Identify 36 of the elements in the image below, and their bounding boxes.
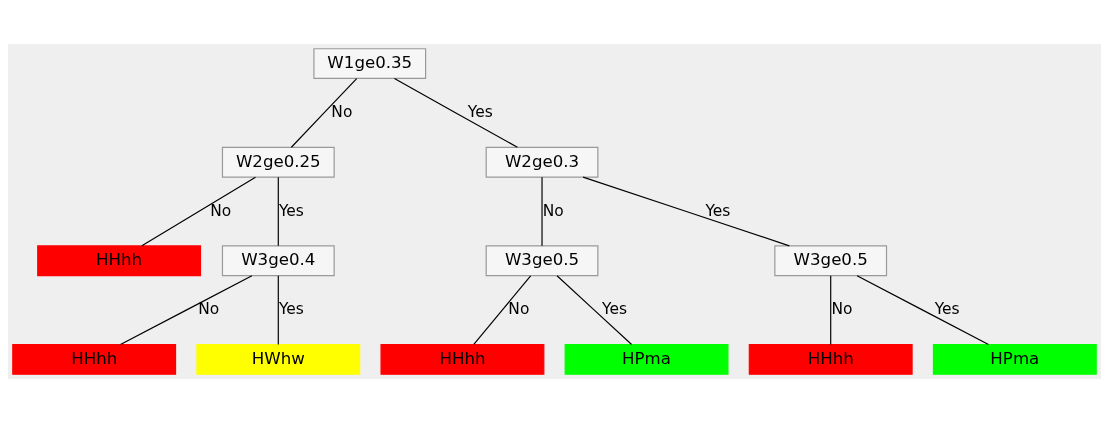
- connector: [277, 176, 279, 246]
- edge-label: Yes: [934, 299, 960, 318]
- node-box: HPma: [564, 343, 729, 375]
- connector: [290, 77, 358, 148]
- node-box: W2ge0.3: [485, 146, 599, 178]
- edge-label: Yes: [278, 201, 304, 220]
- connector: [830, 274, 832, 345]
- edge-label: No: [831, 299, 853, 318]
- node-box: HWhw: [196, 343, 361, 375]
- edge-label: No: [542, 201, 564, 220]
- connector: [119, 274, 253, 345]
- connector: [556, 274, 633, 345]
- node-box: W2ge0.25: [221, 146, 335, 178]
- edge-label: Yes: [602, 299, 627, 318]
- edge-label: No: [210, 201, 232, 220]
- connector: [582, 175, 790, 246]
- connector: [141, 176, 257, 246]
- connector: [473, 274, 532, 345]
- connector: [393, 77, 518, 148]
- node-box: HPma: [932, 343, 1097, 375]
- edge-label: Yes: [467, 102, 493, 121]
- node-box: W3ge0.4: [221, 244, 335, 276]
- connector: [856, 274, 990, 345]
- node-box: W3ge0.5: [485, 244, 599, 276]
- node-box: HHhh: [748, 343, 913, 375]
- node-box: HHhh: [12, 343, 177, 375]
- node-box: HHhh: [380, 343, 545, 375]
- node-box: W3ge0.5: [774, 244, 888, 276]
- edge-label: Yes: [705, 201, 731, 220]
- connector: [277, 274, 279, 345]
- node-box: HHhh: [37, 244, 202, 276]
- edge-label: No: [331, 102, 353, 121]
- edge-label: No: [198, 299, 220, 318]
- edge-label: Yes: [278, 299, 304, 318]
- edge-label: No: [508, 299, 530, 318]
- node-box: W1ge0.35: [313, 47, 427, 79]
